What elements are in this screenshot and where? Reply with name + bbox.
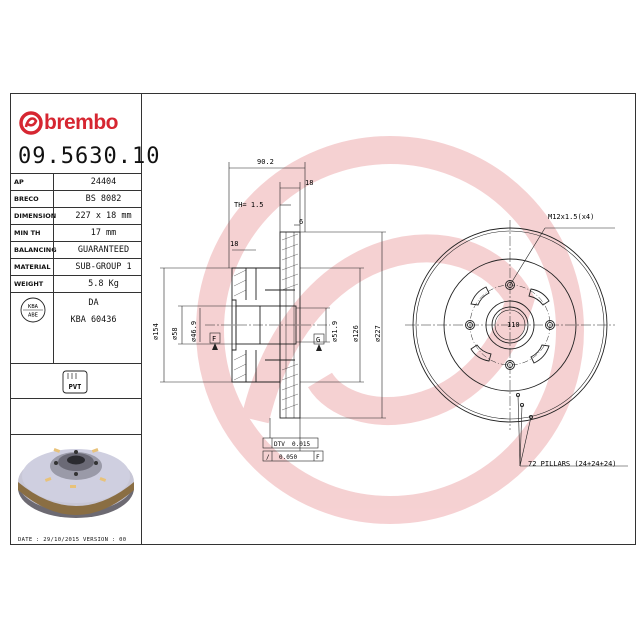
dimension-lines	[160, 162, 386, 462]
kba-badge-icon: KBA ABE	[20, 297, 46, 323]
spec-panel	[10, 93, 142, 545]
spec-row: WEIGHT 5.8 Kg	[10, 275, 142, 292]
column-divider	[53, 173, 54, 363]
spec-key: MIN TH	[14, 229, 41, 237]
tol-dtv-symbol: DTV	[274, 441, 285, 448]
spec-value: 24404	[90, 177, 117, 187]
pvt-badge-icon: PVT	[62, 370, 88, 394]
datum-g-marker-icon	[316, 344, 322, 351]
disc-front-view	[405, 220, 628, 467]
dim-th: TH= 1.5	[234, 201, 264, 209]
spec-row: BRECO BS 8082	[10, 190, 142, 207]
drawing-sheet	[10, 93, 636, 545]
divider	[10, 434, 142, 435]
spec-row: BALANCING GUARANTEED	[10, 241, 142, 258]
spec-value: SUB-GROUP 1	[75, 262, 132, 272]
kba-line1: DA	[88, 298, 99, 308]
dia-126: ⌀126	[352, 325, 360, 342]
kba-badge-bottom: ABE	[28, 313, 38, 319]
kba-badge-top: KBA	[28, 304, 39, 310]
dim-hub-offset: 18	[230, 240, 238, 248]
tol-runout-value: 0.050	[279, 454, 297, 461]
disc-render-image	[18, 448, 134, 518]
spec-key: BRECO	[14, 195, 39, 203]
dim-total-width: 90.2	[257, 158, 274, 166]
divider	[10, 363, 142, 364]
thread-spec-label: M12x1.5(x4)	[548, 213, 594, 221]
pillars-label: 72 PILLARS (24+24+24)	[528, 460, 617, 468]
dia-154: ⌀154	[152, 323, 160, 340]
spec-row: MATERIAL SUB-GROUP 1	[10, 258, 142, 275]
dim-six: 6	[299, 218, 303, 226]
dia-46-9: ⌀46.9	[190, 321, 198, 342]
spec-row: MIN TH 17 mm	[10, 224, 142, 241]
pvt-label: PVT	[69, 383, 82, 391]
brembo-logo-icon	[19, 111, 43, 135]
brembo-watermark	[196, 136, 584, 524]
runout-icon: /	[266, 454, 270, 461]
spec-key: DIMENSION	[14, 212, 57, 220]
spec-key: MATERIAL	[14, 263, 51, 271]
divider	[10, 398, 142, 399]
spec-key: WEIGHT	[14, 280, 44, 288]
disc-side-section	[205, 231, 330, 419]
date-version-footer: DATE : 29/10/2015 VERSION : 00	[18, 537, 127, 543]
part-number: 09.5630.10	[18, 144, 161, 169]
pcd-label: 110	[507, 321, 520, 329]
datum-g-label: G	[316, 336, 320, 344]
spec-value: 17 mm	[90, 228, 117, 238]
tol-dtv-value: 0.015	[292, 441, 310, 448]
spec-value: BS 8082	[85, 194, 122, 204]
datum-f-label: F	[212, 335, 216, 343]
spec-value: GUARANTEED	[77, 245, 130, 255]
spec-row: AP 24404	[10, 173, 142, 190]
spec-value: 5.8 Kg	[88, 279, 119, 289]
spec-key: AP	[14, 178, 24, 186]
dia-58: ⌀58	[171, 327, 179, 340]
divider	[10, 292, 142, 293]
spec-row: DIMENSION 227 x 18 mm	[10, 207, 142, 224]
dia-51-9: ⌀51.9	[331, 321, 339, 342]
kba-line2: KBA 60436	[70, 315, 117, 325]
spec-key: BALANCING	[14, 246, 57, 254]
dim-top-thickness: 18	[305, 179, 313, 187]
brand-name: brembo	[44, 111, 119, 134]
dia-227: ⌀227	[374, 325, 382, 342]
tol-runout-ref: F	[316, 454, 320, 461]
spec-value: 227 x 18 mm	[75, 211, 132, 221]
datum-f-marker-icon	[212, 343, 218, 350]
